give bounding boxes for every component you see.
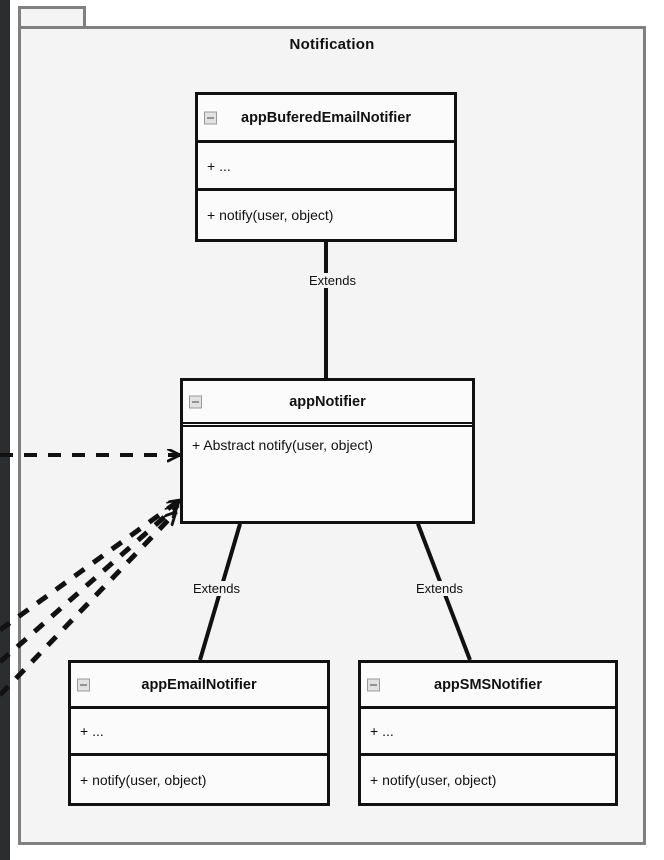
class-operations-app-sms-notifier: + notify(user, object) [361, 756, 615, 803]
edge-label-extends-email: Extends [191, 581, 242, 596]
class-operations-app-notifier: + Abstract notify(user, object) [183, 427, 472, 521]
class-box-app-notifier[interactable]: appNotifier + Abstract notify(user, obje… [180, 378, 475, 524]
class-box-app-email-notifier[interactable]: appEmailNotifier + ... + notify(user, ob… [68, 660, 330, 806]
class-box-app-sms-notifier[interactable]: appSMSNotifier + ... + notify(user, obje… [358, 660, 618, 806]
class-header-app-notifier: appNotifier [183, 381, 472, 427]
class-name-label: appEmailNotifier [141, 676, 257, 693]
package-title: Notification [289, 36, 375, 53]
class-header-app-email-notifier: appEmailNotifier [71, 663, 327, 709]
class-attributes-app-sms-notifier: + ... [361, 709, 615, 756]
class-name-label: appSMSNotifier [434, 676, 542, 693]
collapse-minus-icon[interactable] [204, 111, 217, 124]
class-operations-app-bufered-email-notifier: + notify(user, object) [198, 191, 454, 239]
class-attributes-app-email-notifier: + ... [71, 709, 327, 756]
class-name-label: appNotifier [289, 393, 366, 410]
class-name-label: appBuferedEmailNotifier [241, 109, 411, 126]
edge-label-extends-sms: Extends [414, 581, 465, 596]
collapse-minus-icon[interactable] [189, 395, 202, 408]
class-box-app-bufered-email-notifier[interactable]: appBuferedEmailNotifier + ... + notify(u… [195, 92, 457, 242]
left-gutter-strip [0, 0, 10, 860]
collapse-minus-icon[interactable] [77, 678, 90, 691]
class-operations-app-email-notifier: + notify(user, object) [71, 756, 327, 803]
collapse-minus-icon[interactable] [367, 678, 380, 691]
class-header-app-bufered-email-notifier: appBuferedEmailNotifier [198, 95, 454, 143]
class-attributes-app-bufered-email-notifier: + ... [198, 143, 454, 191]
class-header-app-sms-notifier: appSMSNotifier [361, 663, 615, 709]
edge-label-extends-buffered: Extends [307, 273, 358, 288]
